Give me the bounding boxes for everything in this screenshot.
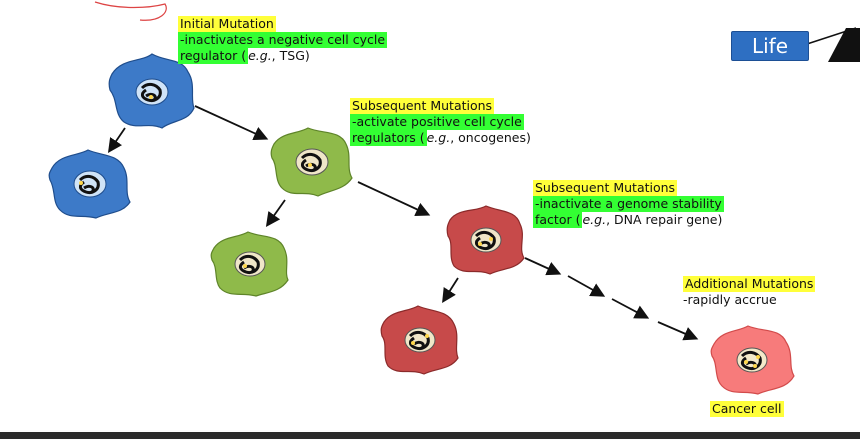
blue-cell-initial	[108, 53, 195, 129]
initial-mutation-line2a: regulator (	[178, 48, 249, 64]
red-cell-parent	[446, 205, 525, 275]
subsequent-mutations-2-line1: -inactivate a genome stability	[533, 196, 724, 212]
cancer-cell-label: Cancer cell	[710, 401, 784, 417]
subsequent-mutations-1-eg: e.g.	[426, 130, 451, 145]
bottom-bar	[0, 432, 860, 439]
subsequent-mutations-2-line2b: , DNA repair gene)	[606, 212, 723, 227]
arrows	[107, 105, 699, 341]
initial-mutation-label: Initial Mutation -inactivates a negative…	[178, 16, 388, 64]
additional-mutations-line1: -rapidly accrue	[683, 292, 777, 307]
subsequent-mutations-2-label: Subsequent Mutations -inactivate a genom…	[533, 180, 724, 228]
life-button[interactable]: Life	[731, 31, 809, 61]
initial-mutation-line2b: , TSG)	[271, 48, 310, 63]
cancer-cell-text: Cancer cell	[710, 401, 784, 417]
blue-cell-daughter	[48, 149, 131, 219]
subsequent-mutations-1-line1: -activate positive cell cycle	[350, 114, 524, 130]
balance-scale-icon	[806, 27, 860, 62]
initial-mutation-title: Initial Mutation	[178, 16, 276, 32]
pen-annotation	[94, 1, 167, 21]
subsequent-mutations-2-line2a: factor (	[533, 212, 583, 228]
subsequent-mutations-1-line2b: , oncogenes)	[450, 130, 531, 145]
subsequent-mutations-1-line2a: regulators (	[350, 130, 427, 146]
green-cell-daughter	[210, 231, 289, 297]
red-cell-daughter	[380, 305, 459, 375]
subsequent-mutations-2-eg: e.g.	[582, 212, 607, 227]
subsequent-mutations-1-title: Subsequent Mutations	[350, 98, 495, 114]
additional-mutations-label: Additional Mutations -rapidly accrue	[683, 276, 816, 308]
green-cell-parent	[270, 127, 353, 197]
cancer-cell	[710, 325, 795, 395]
subsequent-mutations-2-title: Subsequent Mutations	[533, 180, 678, 196]
initial-mutation-line1: -inactivates a negative cell cycle	[178, 32, 388, 48]
additional-mutations-title: Additional Mutations	[683, 276, 816, 292]
subsequent-mutations-1-label: Subsequent Mutations -activate positive …	[350, 98, 531, 146]
initial-mutation-eg: e.g.	[248, 48, 272, 63]
